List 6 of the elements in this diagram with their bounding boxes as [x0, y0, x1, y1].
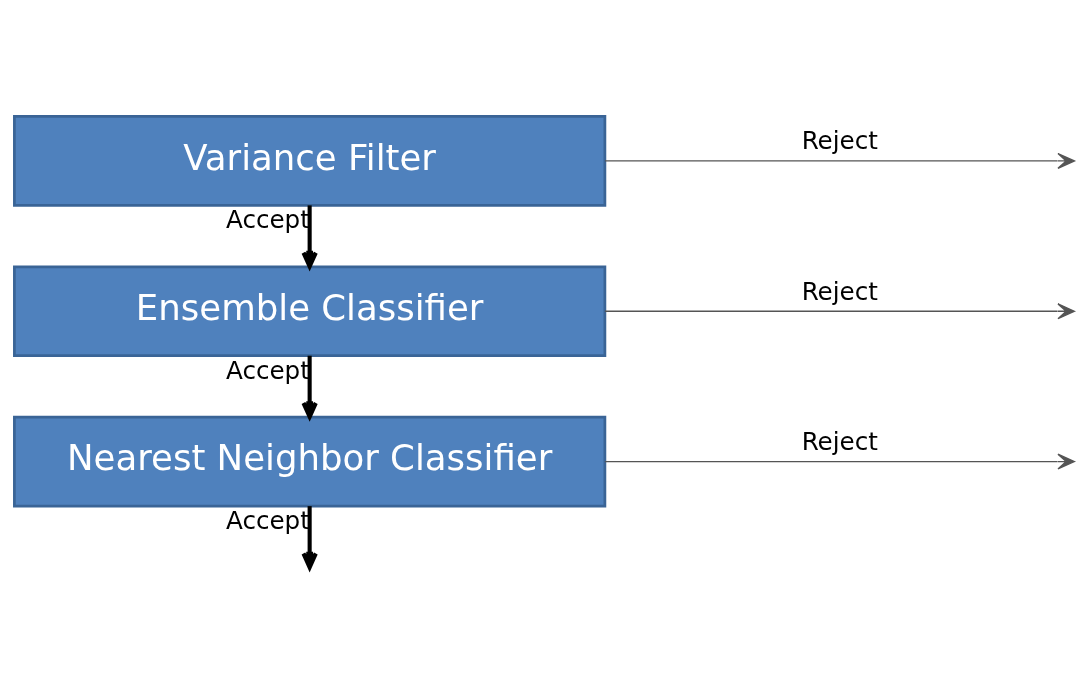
- edge-label: Accept: [226, 505, 310, 535]
- edge-label: Reject: [801, 426, 878, 456]
- edge-label: Accept: [226, 355, 310, 385]
- edge-label: Reject: [801, 125, 878, 155]
- edge-label: Reject: [801, 276, 878, 305]
- edge-label: Accept: [226, 204, 310, 234]
